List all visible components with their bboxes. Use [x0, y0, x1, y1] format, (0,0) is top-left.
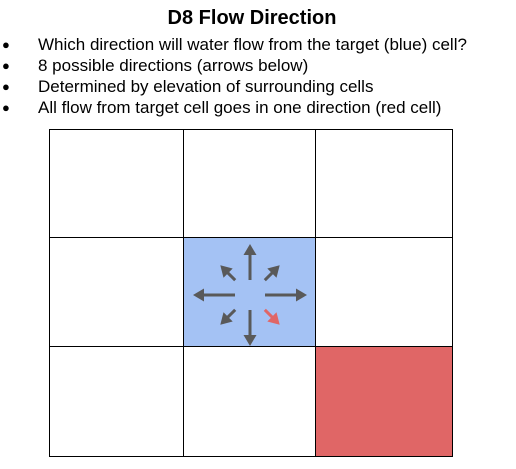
bullet-item: ● Determined by elevation of surrounding… — [0, 76, 516, 97]
grid-cell-top-left — [49, 129, 185, 239]
bullet-text-flow: All flow from target cell goes in one di… — [38, 98, 442, 117]
bullet-item: ● All flow from target cell goes in one … — [0, 97, 516, 118]
grid-cell-middle-left — [49, 237, 185, 348]
bullet-dot-icon: ● — [2, 37, 10, 52]
bullet-item: ● Which direction will water flow from t… — [0, 34, 516, 55]
flow-cell — [315, 346, 453, 457]
bullet-list: ● Which direction will water flow from t… — [0, 34, 516, 118]
grid-cell-bottom-center — [183, 346, 317, 457]
bullet-dot-icon: ● — [2, 100, 10, 115]
grid-cell-top-right — [315, 129, 453, 239]
bullet-dot-icon: ● — [2, 58, 10, 73]
elevation-grid — [49, 129, 453, 457]
grid-cell-top-center — [183, 129, 317, 239]
target-cell — [183, 237, 317, 348]
diagram-title: D8 Flow Direction — [167, 7, 337, 29]
bullet-text-elevation: Determined by elevation of surrounding c… — [38, 77, 374, 96]
bullet-text-question: Which direction will water flow from the… — [38, 35, 467, 54]
grid-cell-bottom-left — [49, 346, 185, 457]
bullet-dot-icon: ● — [2, 79, 10, 94]
bullet-item: ● 8 possible directions (arrows below) — [0, 55, 516, 76]
grid-cell-middle-right — [315, 237, 453, 348]
bullet-text-directions: 8 possible directions (arrows below) — [38, 56, 309, 75]
